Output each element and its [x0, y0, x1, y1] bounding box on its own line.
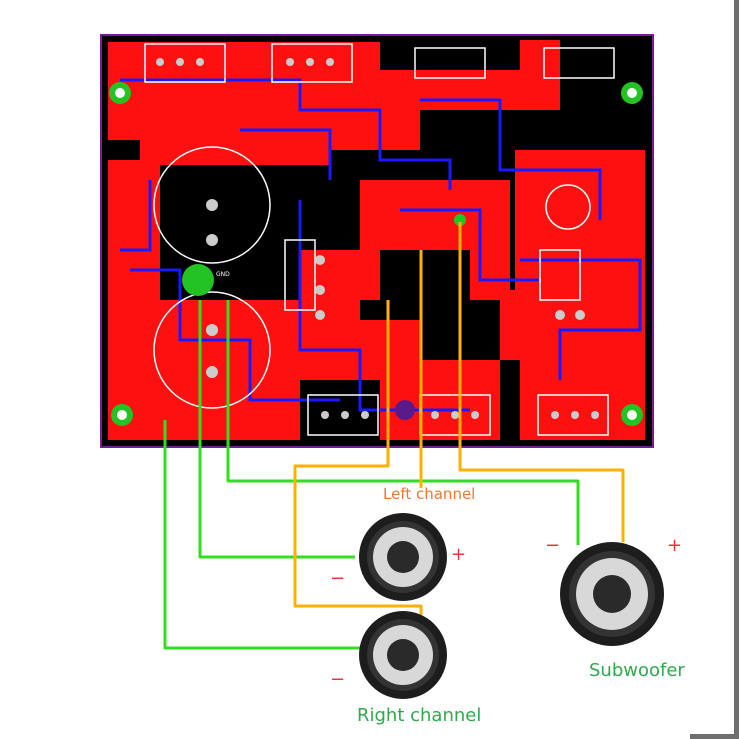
gnd-mark: GND — [216, 271, 230, 278]
negative-wire-left — [198, 300, 355, 559]
left-channel-label: Left channel — [383, 485, 476, 503]
mounting-hole — [109, 82, 643, 426]
negative-wire-right — [163, 420, 362, 650]
left-minus-sign: − — [330, 568, 346, 589]
positive-wire-sub — [458, 222, 625, 542]
subwoofer-icon — [560, 542, 664, 646]
right-channel-label: Right channel — [357, 705, 482, 726]
subwoofer-label: Subwoofer — [589, 660, 685, 681]
right-minus-sign: − — [330, 669, 346, 690]
negative-wire-sub — [226, 300, 580, 545]
sub-plus-sign: + — [667, 535, 683, 556]
sub-minus-sign: − — [545, 535, 561, 556]
speaker-left-icon — [359, 513, 447, 601]
frame-border-right — [734, 0, 739, 739]
pcb-board: GND — [100, 34, 654, 448]
positive-wire-right — [293, 300, 423, 622]
speaker-right-icon — [359, 611, 447, 699]
left-plus-sign: + — [451, 544, 467, 565]
frame-border-bottom — [690, 734, 739, 739]
